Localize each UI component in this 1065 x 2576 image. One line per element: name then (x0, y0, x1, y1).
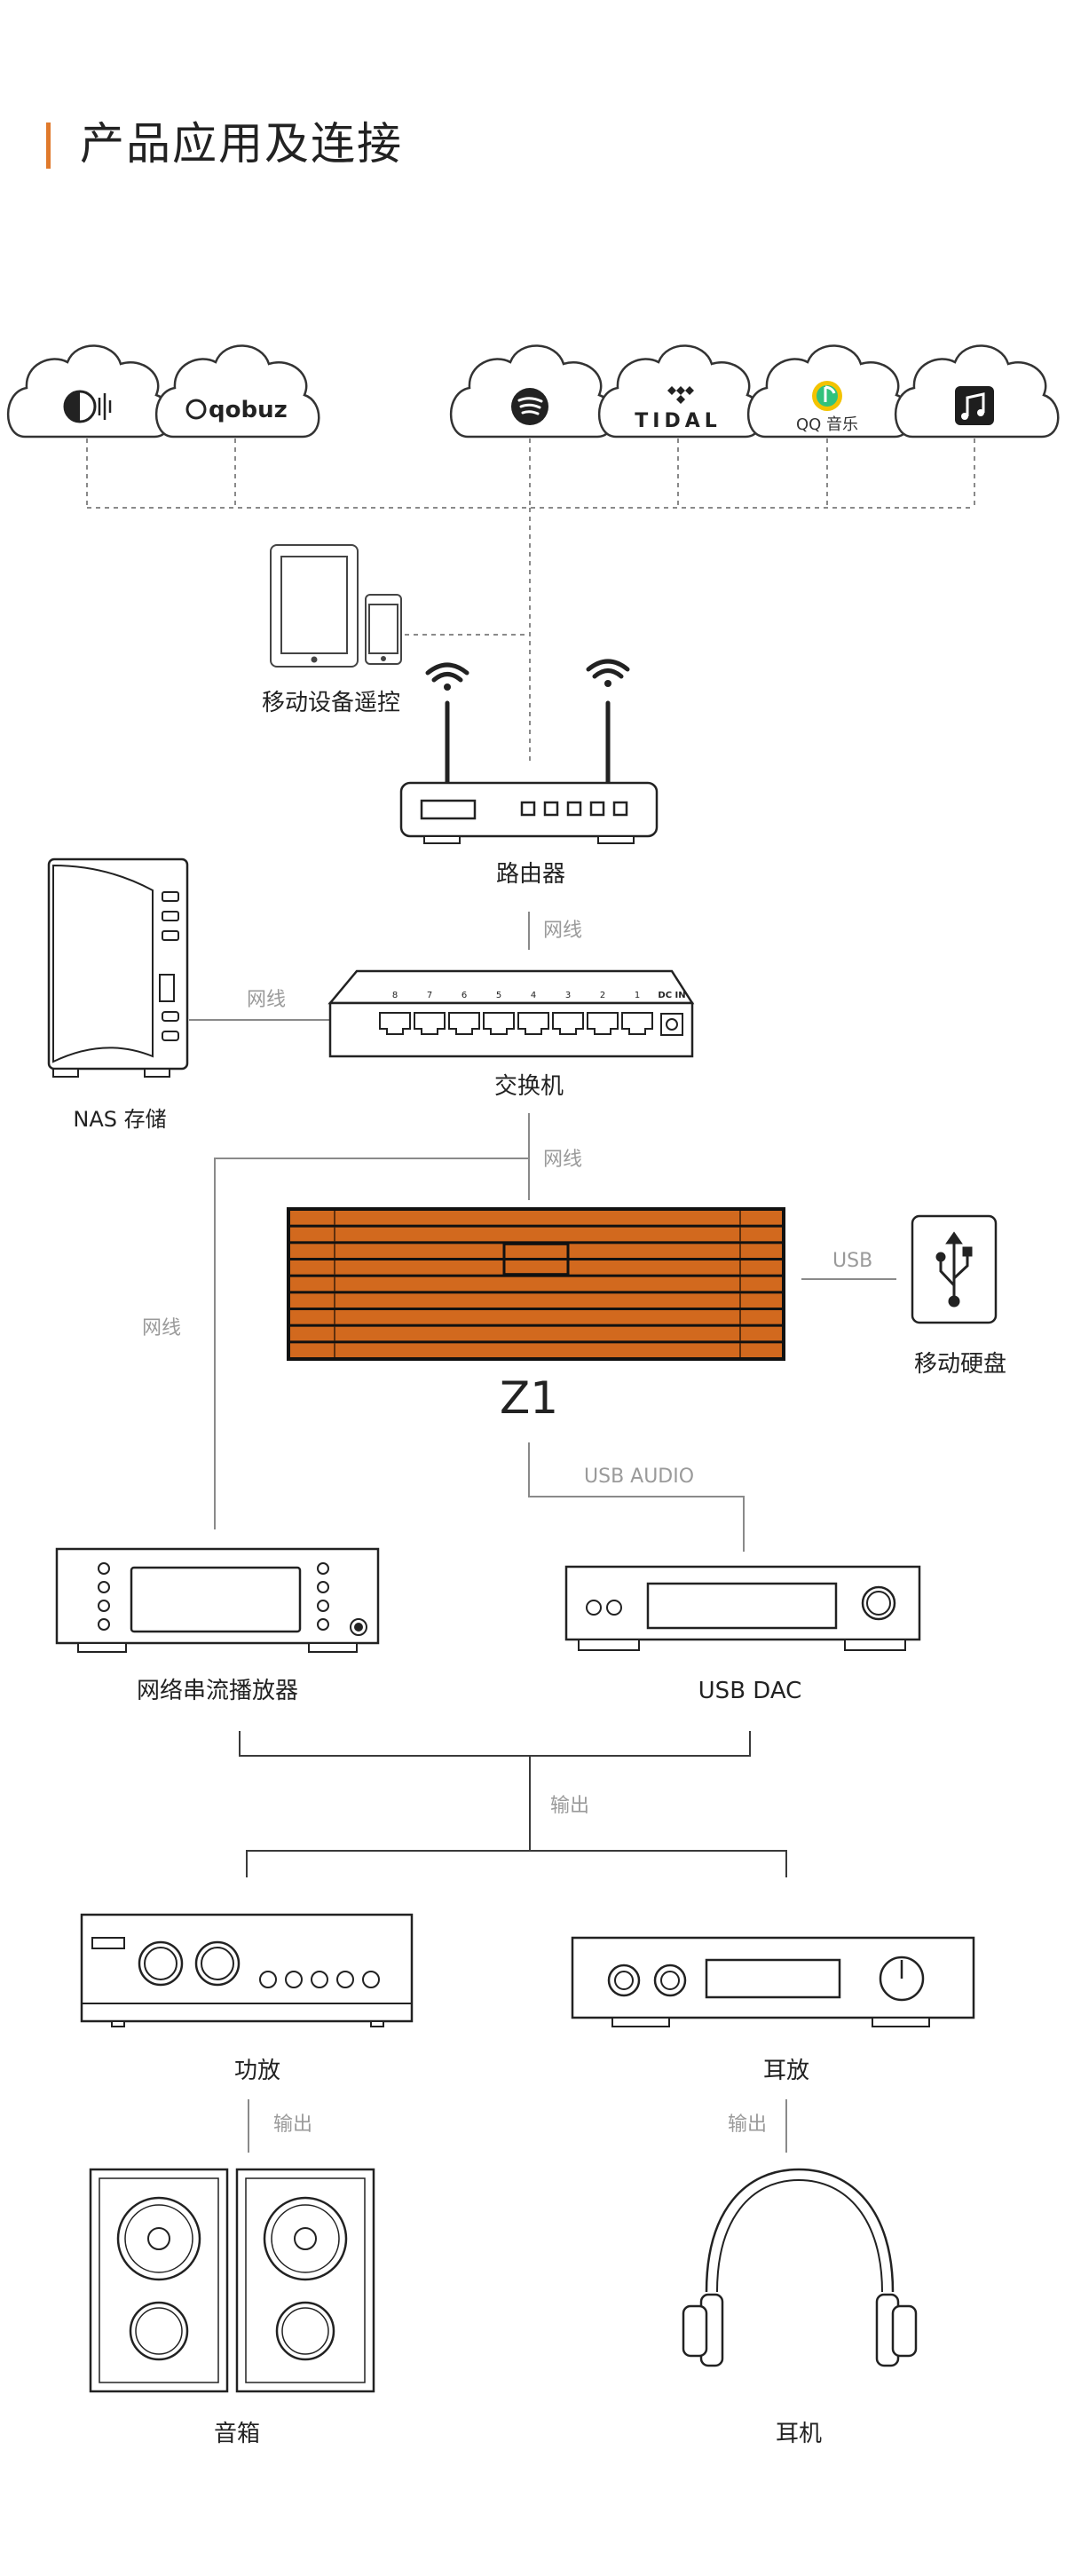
usb-icon (935, 1231, 973, 1308)
port-label: 6 (462, 991, 467, 1000)
tidal-wordmark: TIDAL (635, 410, 722, 432)
cloud-spotify (450, 344, 615, 439)
usb-drive (911, 1214, 998, 1324)
ethernet-port (414, 1012, 446, 1035)
network-streamer (55, 1547, 380, 1653)
cloud-audiobook (7, 344, 172, 439)
mobile-devices (270, 544, 402, 668)
headphone-amplifier (571, 1936, 975, 2027)
qq-music-label: QQ 音乐 (796, 415, 858, 434)
wood-slat (290, 1260, 782, 1275)
qobuz-wordmark: qobuz (209, 397, 288, 423)
cable-label-switch-z1: 网线 (543, 1149, 582, 1171)
port-label: 1 (635, 991, 640, 1000)
port-label: 3 (565, 991, 571, 1000)
wifi-icon (425, 659, 630, 683)
wood-slat (290, 1293, 782, 1308)
headphone-amp-label: 耳放 (763, 2058, 809, 2084)
amplifier-label: 功放 (234, 2058, 280, 2084)
dc-in-port (660, 1013, 683, 1036)
wood-slat (290, 1227, 782, 1242)
ethernet-port (517, 1012, 549, 1035)
usb-dac (564, 1565, 921, 1651)
port-label: 8 (392, 991, 398, 1000)
amplifier (80, 1913, 414, 2027)
port-label: DC IN (658, 991, 685, 1000)
speaker-right (235, 2168, 375, 2393)
output-lines-top (239, 1731, 787, 1877)
port-label: 2 (600, 991, 605, 1000)
cloud-qq-music: QQ 音乐 (747, 344, 912, 439)
tablet-icon (270, 544, 359, 668)
z1-player (287, 1207, 785, 1361)
nas-label: NAS 存储 (73, 1107, 166, 1132)
cable-label-router-switch: 网线 (543, 920, 582, 942)
output-label-headphones: 输出 (728, 2114, 767, 2136)
wood-slat (290, 1211, 782, 1225)
router-label: 路由器 (496, 861, 565, 888)
ethernet-port (552, 1012, 584, 1035)
output-label-speakers: 输出 (273, 2114, 312, 2136)
wood-slat (290, 1244, 782, 1258)
speakers-label: 音箱 (214, 2421, 260, 2447)
switch-label: 交换机 (494, 1073, 564, 1100)
phone-icon (365, 594, 402, 665)
cloud-qobuz: qobuz (155, 344, 320, 439)
port-label: 5 (496, 991, 501, 1000)
headphones-icon (682, 2168, 918, 2367)
port-label: 4 (531, 991, 536, 1000)
port-label: 7 (427, 991, 432, 1000)
spotify-logo (511, 388, 548, 425)
dac-label: USB DAC (698, 1678, 802, 1704)
qq-music-logo (812, 381, 842, 411)
cable-label-usb-audio: USB AUDIO (584, 1466, 694, 1488)
network-switch: 8 7 6 5 4 3 2 1 DC IN (327, 969, 695, 1058)
cloud-music-app (895, 344, 1060, 439)
output-label-main: 输出 (550, 1795, 589, 1817)
speaker-left (89, 2168, 229, 2393)
nas-storage (47, 857, 189, 1078)
usb-drive-label: 移动硬盘 (914, 1351, 1006, 1378)
cable-label-switch-streamer: 网线 (142, 1317, 181, 1339)
wood-slat (290, 1310, 782, 1324)
switch-ports: 8 7 6 5 4 3 2 1 DC IN (379, 991, 686, 1036)
page-title: 产品应用及连接 (80, 118, 403, 170)
speakers (89, 2168, 375, 2393)
streamer-label: 网络串流播放器 (137, 1678, 298, 1704)
cable-label-usb: USB (832, 1250, 872, 1272)
cloud-tidal: TIDAL (598, 344, 763, 439)
headphones-label: 耳机 (776, 2421, 822, 2447)
qobuz-logo (185, 399, 207, 420)
wood-slat (290, 1326, 782, 1341)
title-accent-bar (46, 122, 51, 169)
wood-slat (290, 1276, 782, 1292)
ethernet-port (621, 1012, 653, 1035)
ethernet-port (379, 1012, 411, 1035)
mobile-label: 移动设备遥控 (262, 690, 400, 716)
z1-label: Z1 (500, 1372, 558, 1424)
ethernet-port (448, 1012, 480, 1035)
wood-slat (290, 1343, 782, 1357)
z1-display (502, 1242, 570, 1276)
cable-label-nas-switch: 网线 (247, 989, 286, 1011)
music-app-icon (955, 386, 994, 425)
streaming-services: qobuz TIDAL (7, 344, 1060, 439)
ethernet-port (483, 1012, 515, 1035)
ethernet-port (587, 1012, 619, 1035)
router (399, 659, 659, 844)
tidal-logo (667, 386, 694, 404)
cloud-network-lines (86, 439, 975, 765)
